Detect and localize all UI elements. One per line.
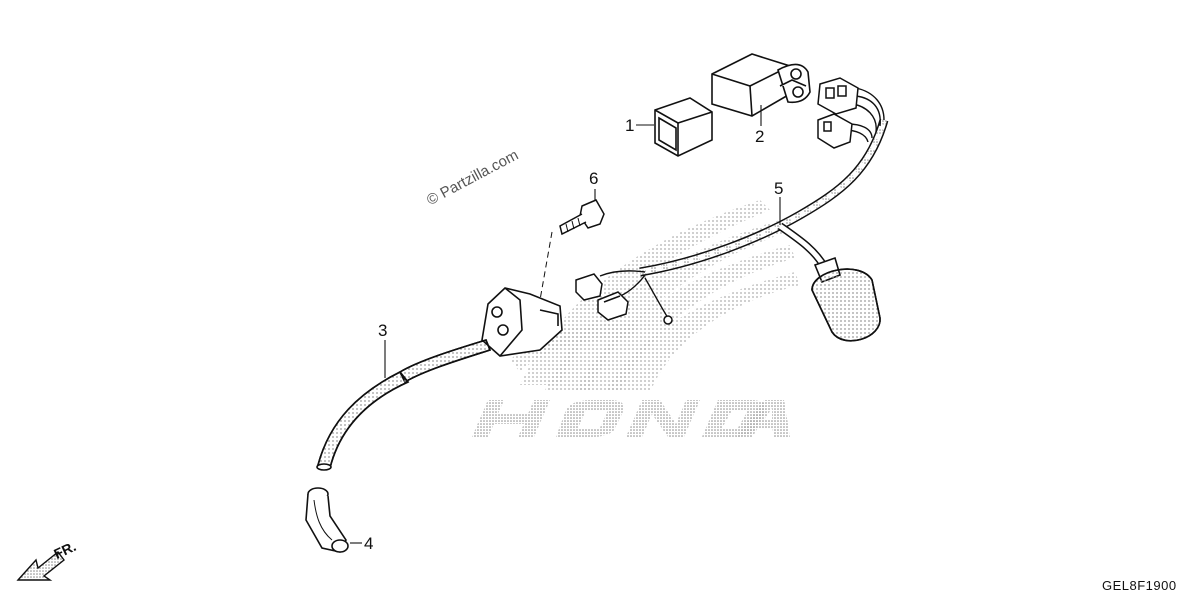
- callout-5: 5: [774, 179, 784, 198]
- bolt-guide-line: [539, 231, 553, 301]
- sensor-connectors: [575, 273, 673, 325]
- leader-lines: [350, 105, 781, 544]
- part-5-sensor-pod: [811, 256, 881, 342]
- honda-wordmark: [472, 400, 790, 437]
- part-3-switch-and-cable: [316, 287, 563, 471]
- harness-connectors: [817, 77, 859, 149]
- callout-3: 3: [378, 321, 388, 340]
- part-6-bolt: [559, 199, 605, 236]
- callout-4: 4: [364, 534, 374, 553]
- part-1-relay: [654, 97, 713, 157]
- part-4-rubber-boot: [305, 487, 349, 553]
- front-direction-arrow: [16, 551, 65, 581]
- callout-6: 6: [589, 169, 599, 188]
- part-2-cdi-unit: [711, 53, 811, 117]
- callout-2: 2: [755, 127, 765, 146]
- diagram-code: GEL8F1900: [1102, 578, 1177, 593]
- callout-1: 1: [625, 116, 635, 135]
- honda-wing-logo: [510, 200, 800, 392]
